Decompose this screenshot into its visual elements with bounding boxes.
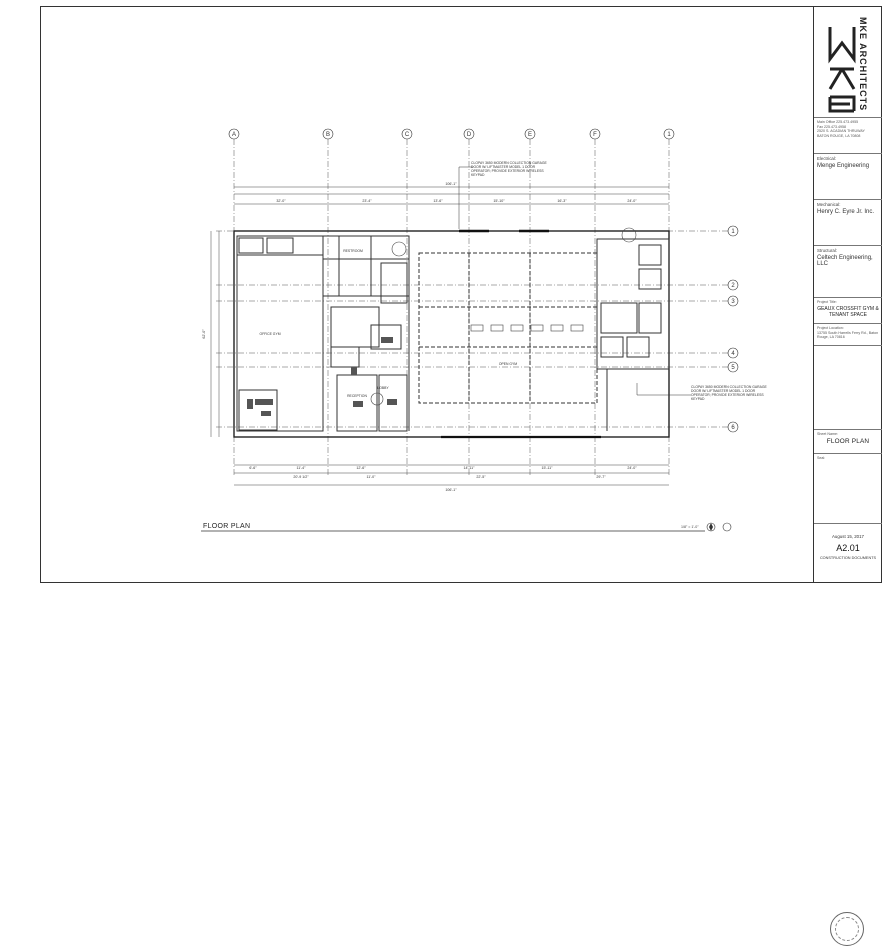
sheet-number: A2.01 — [836, 543, 860, 553]
consultant-role: Structural: — [817, 248, 838, 253]
project-location: 13755 South Harrells Ferry Rd., Baton Ro… — [817, 330, 879, 340]
project-title: GEAUX CROSSFIT GYM & TENANT SPACE — [817, 305, 879, 318]
dim-overall-top: 106'-1" — [445, 182, 457, 186]
room-reception: RECEPTION — [347, 394, 367, 398]
dim-top-1: 32'-0" — [276, 199, 286, 203]
building-outline — [233, 230, 670, 438]
floor-plan-drawing: A B C D E F 1 1 2 3 4 5 6 106'-1" 32'-0"… — [201, 128, 739, 532]
grid-bubble-row-5 — [727, 361, 739, 373]
callout-garage-door-bottom: CLOPAY 3650 MODERN COLLECTION GARAGE DOO… — [691, 385, 767, 401]
dim-overall-bottom: 106'-1" — [445, 488, 457, 492]
grid-bubble-e — [524, 128, 536, 140]
dim-top-4: 15'-10" — [493, 199, 505, 203]
dim-bottom-long-4: 29'-7" — [596, 475, 606, 479]
consultant-mechanical: Mechanical: Henry C. Eyre Jr. Inc. — [814, 199, 882, 245]
dim-top-5: 16'-3" — [557, 199, 567, 203]
room-restroom: RESTROOM — [343, 249, 363, 253]
dim-top-3: 13'-6" — [433, 199, 443, 203]
grid-label-row-5: 5 — [731, 365, 735, 371]
grid-bubble-row-1 — [727, 225, 739, 237]
plan-scale: 1/8" = 1'-0" — [681, 525, 699, 529]
consultant-role: Mechanical: — [817, 202, 841, 207]
consultant-structural: Structural: Celtech Engineering, LLC — [814, 245, 882, 297]
drawing-area: A B C D E F 1 1 2 3 4 5 6 106'-1" 32'-0"… — [41, 7, 813, 582]
dim-top-6: 24'-0" — [627, 199, 637, 203]
sheet-name-block: Sheet Name: FLOOR PLAN — [814, 429, 882, 453]
grid-label-row-3: 3 — [731, 299, 735, 305]
consultant-role: Electrical: — [817, 156, 837, 161]
project-location-block: Project Location: 13755 South Harrells F… — [814, 323, 882, 345]
north-arrow-pointer — [709, 523, 713, 531]
project-title-block: Project Title: GEAUX CROSSFIT GYM & TENA… — [814, 297, 882, 323]
address-line: BATON ROUGE, LA 70808 — [817, 133, 861, 138]
grid-label-row-6: 6 — [731, 425, 735, 431]
dim-bottom-5: 15'-11" — [542, 466, 554, 470]
project-title-label: Project Title: — [817, 300, 837, 304]
plan-title: FLOOR PLAN — [203, 523, 251, 530]
room-office-gym: OFFICE GYM — [259, 332, 280, 336]
grid-label-row-1: 1 — [731, 229, 735, 235]
callout-garage-door-top: CLOPAY 3650 MODERN COLLECTION GARAGE DOO… — [471, 161, 547, 177]
grid-label-row-4: 4 — [731, 351, 735, 357]
dim-bottom-long-2: 11'-0" — [367, 475, 377, 479]
grid-bubble-row-2 — [727, 279, 739, 291]
grid-bubble-c — [401, 128, 413, 140]
architect-seal-icon — [830, 912, 864, 946]
grid-bubble-row-6 — [727, 421, 739, 433]
project-location-label: Project Location: — [817, 326, 844, 330]
consultant-name: Menge Engineering — [817, 163, 870, 169]
grid-bubble-1-top — [663, 128, 675, 140]
address-line: Main Office 225.473.4955 — [817, 120, 859, 124]
firm-logo-icon — [828, 27, 856, 113]
dim-bottom-2: 11'-4" — [297, 466, 307, 470]
consultant-name: Henry C. Eyre Jr. Inc. — [817, 209, 875, 215]
grid-bubble-f — [589, 128, 601, 140]
grid-label-b: B — [326, 132, 330, 138]
grid-bubble-a — [228, 128, 240, 140]
grid-label-row-2: 2 — [731, 283, 735, 289]
sheet-name: FLOOR PLAN — [826, 437, 870, 445]
dim-bottom-3: 12'-6" — [356, 466, 366, 470]
grid-label-1: 1 — [667, 132, 671, 138]
firm-address-block: Main Office 225.473.4955 Fax 225.473.495… — [814, 117, 882, 153]
dim-bottom-long-1: 20'-9 1/2" — [293, 475, 309, 479]
grid-bubble-row-3 — [727, 295, 739, 307]
drawing-sheet: A B C D E F 1 1 2 3 4 5 6 106'-1" 32'-0"… — [40, 6, 882, 946]
address-line: Fax 225.473.4958 — [817, 124, 846, 129]
seal-label: Seal: — [817, 456, 826, 460]
dim-bottom-long-3: 22'-5" — [476, 475, 486, 479]
sheet-name-label: Sheet Name: — [817, 432, 838, 436]
room-open-gym: OPEN GYM — [499, 362, 517, 366]
seal-block: Seal: — [814, 453, 882, 946]
grid-bubble-d — [463, 128, 475, 140]
issue-date: August 15, 2017 — [832, 534, 864, 539]
title-block: MKE ARCHITECTS Main Office 225.473.4955 … — [813, 7, 882, 946]
address-line: 2520 S. ACADIAN THRUWAY — [817, 129, 865, 134]
consultant-name: Celtech Engineering, LLC — [817, 255, 873, 267]
section-marker-icon — [722, 522, 732, 532]
dim-bottom-1: 6'-6" — [249, 466, 257, 470]
phase: CONSTRUCTION DOCUMENTS — [819, 556, 877, 560]
grid-label-d: D — [467, 132, 472, 138]
grid-label-f: F — [593, 132, 597, 138]
room-lobby: LOBBY — [377, 386, 389, 390]
dim-bottom-4: 14'-11" — [464, 466, 476, 470]
grid-label-a: A — [232, 132, 236, 138]
grid-label-e: E — [528, 132, 532, 138]
dim-left-overall: 62'-0" — [202, 329, 206, 339]
dim-top-2: 23'-4" — [362, 199, 372, 203]
dim-bottom-6: 24'-0" — [627, 466, 637, 470]
sheet-info-block: August 15, 2017 A2.01 CONSTRUCTION DOCUM… — [814, 523, 882, 582]
consultant-electrical: Electrical: Menge Engineering — [814, 153, 882, 199]
revisions-block — [814, 345, 882, 429]
grid-bubble-b — [322, 128, 334, 140]
grid-bubble-row-4 — [727, 347, 739, 359]
firm-logo-text: MKE ARCHITECTS — [858, 17, 868, 112]
grid-label-c: C — [405, 132, 410, 138]
